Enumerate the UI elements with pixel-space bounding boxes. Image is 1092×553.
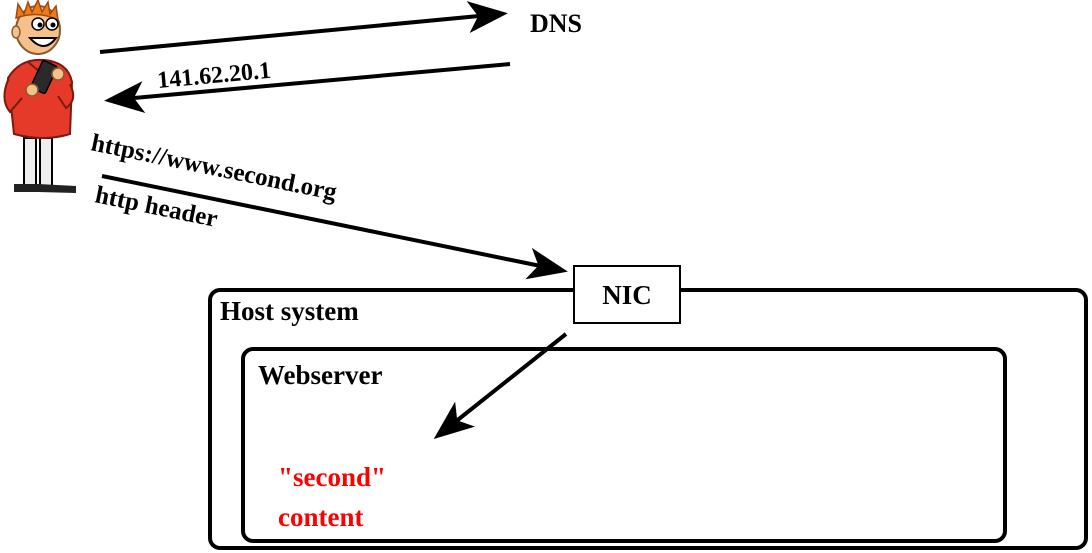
dns-label: DNS (530, 9, 582, 38)
webserver-box (241, 347, 1007, 543)
nic-label: NIC (602, 280, 652, 310)
https-request-arrow (101, 174, 568, 280)
content-label-line2: content (278, 502, 363, 532)
nic-box (573, 265, 681, 324)
webserver-label: Webserver (258, 360, 382, 390)
nic-to-content-arrow (433, 332, 568, 439)
request-to-dns-arrow (99, 1, 508, 54)
dns-response-arrow (104, 62, 511, 114)
host-system-label: Host system (220, 296, 359, 326)
person-with-tablet-icon (3, 0, 76, 193)
content-label-line1: "second" (278, 462, 386, 492)
